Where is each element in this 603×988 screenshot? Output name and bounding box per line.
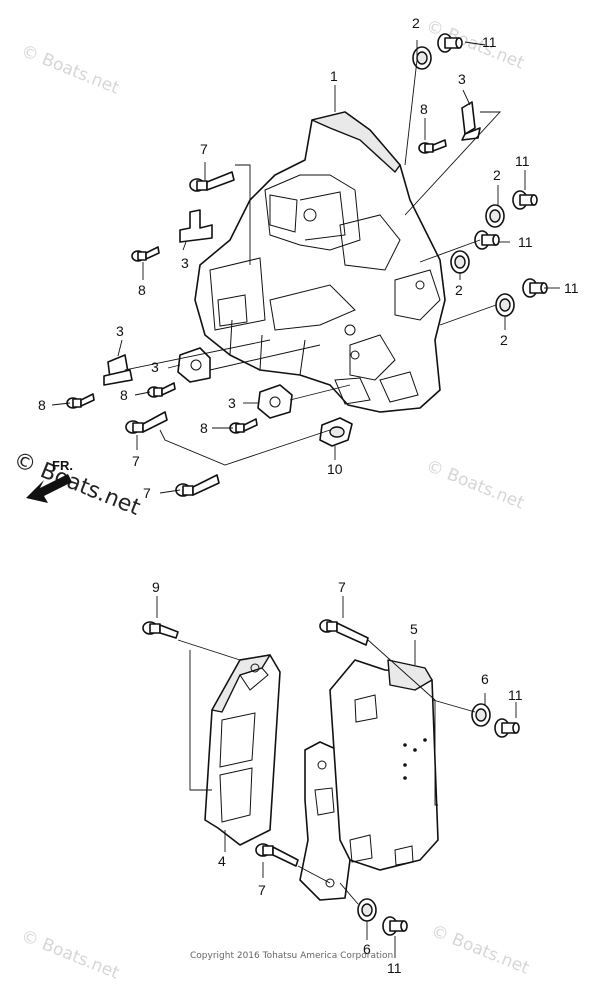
fr-label: FR. — [52, 458, 73, 473]
callout-11-b: 11 — [518, 234, 533, 250]
callout-5: 5 — [410, 621, 418, 637]
grommet-part-2-a — [485, 204, 505, 228]
watermarks: © Boats.net © Boats.net © Boats.net © Bo… — [10, 16, 532, 984]
watermark-bottom-right: © Boats.net — [428, 921, 532, 979]
clip-part-3-mid-left — [103, 354, 133, 386]
callout-2-a: 2 — [493, 167, 501, 183]
clip-part-3-center — [177, 347, 211, 383]
bolt-part-7-lower-top — [319, 619, 369, 646]
callout-7-bottom: 7 — [143, 485, 151, 501]
screw-part-8-mid-left — [66, 393, 95, 409]
callout-2-c: 2 — [500, 332, 508, 348]
callout-7-lower-top: 7 — [338, 579, 346, 595]
collar-part-11-top — [437, 33, 463, 53]
callout-7-top: 7 — [200, 141, 208, 157]
screw-part-8-left — [131, 246, 160, 262]
grommet-part-6-lower — [357, 898, 377, 922]
callout-8-lower: 8 — [200, 420, 208, 436]
main-bracket-part-1 — [194, 111, 446, 413]
callout-11-top: 11 — [482, 34, 497, 50]
bolt-part-7-lower-bottom — [255, 843, 299, 867]
callout-labels: 1 2 2 2 2 3 3 3 3 3 4 5 6 6 7 7 7 7 7 8 … — [38, 15, 579, 976]
callout-3-mid-left: 3 — [116, 323, 124, 339]
callout-8-mid-left: 8 — [38, 397, 46, 413]
callout-9: 9 — [152, 579, 160, 595]
clip-part-3-top-right — [461, 101, 481, 141]
callout-2-top: 2 — [412, 15, 420, 31]
leader-lines-lower — [156, 596, 517, 958]
leader-lines-upper — [51, 40, 560, 494]
collar-part-11-a — [512, 190, 538, 210]
callout-7-lower-bottom: 7 — [258, 882, 266, 898]
callout-3-left: 3 — [181, 255, 189, 271]
copyright-notice: Copyright 2016 Tohatsu America Corporati… — [190, 951, 393, 961]
callout-11-a: 11 — [515, 153, 530, 169]
watermark-top-left: © Boats.net — [18, 41, 122, 99]
callout-7-mid: 7 — [132, 453, 140, 469]
grommet-part-2-b — [450, 250, 470, 274]
bolt-part-7-top — [189, 171, 235, 192]
clip-part-3-lower — [257, 384, 293, 419]
watermark-mid-left: © Boats.net — [10, 447, 144, 521]
callout-10: 10 — [327, 461, 343, 477]
callout-11-c: 11 — [564, 280, 579, 296]
clamp-part-10 — [319, 417, 353, 447]
screw-part-8-center — [147, 382, 176, 398]
callout-4: 4 — [218, 853, 226, 869]
grommet-part-2-top — [412, 46, 432, 70]
module-part-5 — [329, 659, 439, 871]
collar-part-11-lower-upper — [494, 718, 520, 738]
bolt-part-7-bottom — [175, 474, 220, 497]
callout-11-lower-lower: 11 — [387, 960, 402, 976]
collar-part-11-b — [474, 230, 500, 250]
callout-3-lower: 3 — [228, 395, 236, 411]
callout-2-b: 2 — [455, 282, 463, 298]
collar-part-11-lower-lower — [382, 916, 408, 936]
collar-part-11-c — [522, 278, 548, 298]
callout-8-top: 8 — [420, 101, 428, 117]
callout-6-lower: 6 — [363, 941, 371, 957]
callout-3-top-right: 3 — [458, 71, 466, 87]
callout-8-left: 8 — [138, 282, 146, 298]
callout-3-center: 3 — [151, 359, 159, 375]
screw-part-8-top — [418, 139, 447, 154]
callout-8-center: 8 — [120, 387, 128, 403]
front-direction-arrow: FR. — [26, 458, 73, 503]
grommet-part-6-upper — [471, 703, 491, 727]
bolt-part-7-mid — [125, 411, 168, 434]
screw-part-8-lower — [229, 418, 258, 434]
callout-11-lower-upper: 11 — [508, 687, 523, 703]
bolt-part-9 — [142, 621, 179, 639]
callout-1: 1 — [330, 68, 338, 84]
watermark-mid-right: © Boats.net — [423, 456, 527, 514]
grommet-part-2-c — [495, 293, 515, 317]
watermark-bottom-left: © Boats.net — [18, 926, 122, 984]
clip-part-3-left — [179, 209, 213, 243]
callout-6-upper: 6 — [481, 671, 489, 687]
ecu-part-4 — [204, 654, 281, 846]
